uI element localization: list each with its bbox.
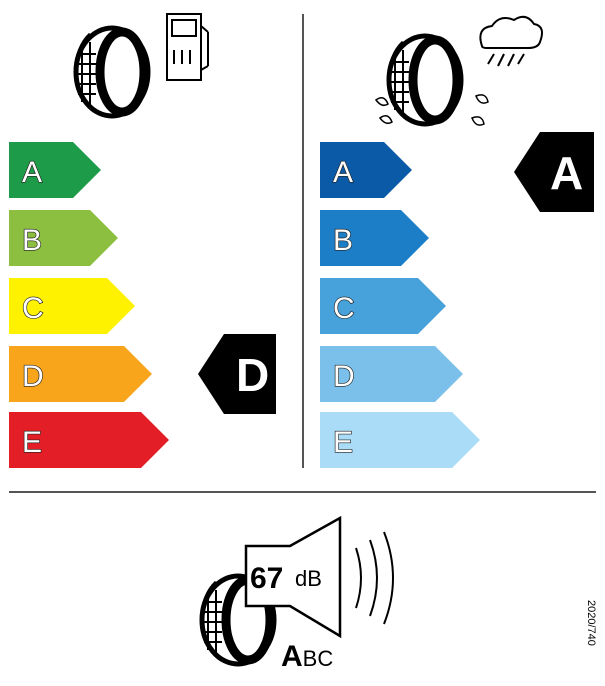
wet-grip-class-letter: C	[333, 292, 355, 325]
wet-grip-class-arrow	[320, 278, 446, 334]
wet-grip-class-d: D	[320, 346, 463, 402]
speaker-icon: 67 dB	[244, 515, 342, 639]
wet-grip-class-c: C	[320, 278, 446, 334]
fuel-class-arrow	[9, 412, 169, 468]
tyre-icon	[389, 36, 461, 124]
wet-grip-class-arrow	[320, 346, 463, 402]
wet-grip-class-arrow	[320, 412, 480, 468]
fuel-class-c: C	[9, 278, 135, 334]
tyre-icon	[76, 28, 148, 116]
wet-grip-class-arrow	[320, 210, 429, 266]
regulation-number: 2020/740	[585, 600, 597, 646]
fuel-class-letter: A	[22, 156, 42, 189]
fuel-class-letter: D	[22, 360, 44, 393]
wet-grip-rating-marker: A	[514, 132, 594, 212]
fuel-class-b: B	[9, 210, 118, 266]
wet-grip-class-letter: B	[333, 224, 353, 257]
fuel-class-arrow	[9, 278, 135, 334]
fuel-class-letter: E	[22, 426, 42, 459]
noise-class-rest: BC	[303, 646, 334, 671]
noise-class-highlight: A	[281, 640, 303, 673]
fuel-scale: A B C D E	[9, 142, 169, 468]
fuel-class-a: A	[9, 142, 101, 198]
fuel-class-arrow	[9, 142, 101, 198]
wet-grip-class-letter: A	[333, 156, 353, 189]
fuel-pump-icon	[166, 13, 209, 81]
noise-class: ABC	[281, 640, 333, 673]
noise-value: 67	[250, 562, 283, 595]
wet-grip-rating-letter: A	[550, 147, 583, 199]
noise-unit: dB	[295, 566, 322, 591]
wet-grip-class-b: B	[320, 210, 429, 266]
fuel-rating-marker: D	[198, 334, 276, 414]
wet-grip-class-e: E	[320, 412, 480, 468]
wet-grip-scale: A B C D E	[320, 142, 480, 468]
fuel-class-e: E	[9, 412, 169, 468]
fuel-rating-letter: D	[236, 349, 269, 401]
fuel-class-arrow	[9, 346, 152, 402]
fuel-class-letter: C	[22, 292, 44, 325]
wet-grip-class-a: A	[320, 142, 412, 198]
fuel-class-d: D	[9, 346, 152, 402]
wet-grip-class-letter: E	[333, 426, 353, 459]
fuel-class-letter: B	[22, 224, 42, 257]
water-splash-icon	[374, 94, 489, 126]
fuel-class-arrow	[9, 210, 118, 266]
wet-grip-class-arrow	[320, 142, 412, 198]
sound-waves-icon	[355, 531, 394, 625]
rain-cloud-icon	[479, 15, 543, 67]
wet-grip-class-letter: D	[333, 360, 355, 393]
